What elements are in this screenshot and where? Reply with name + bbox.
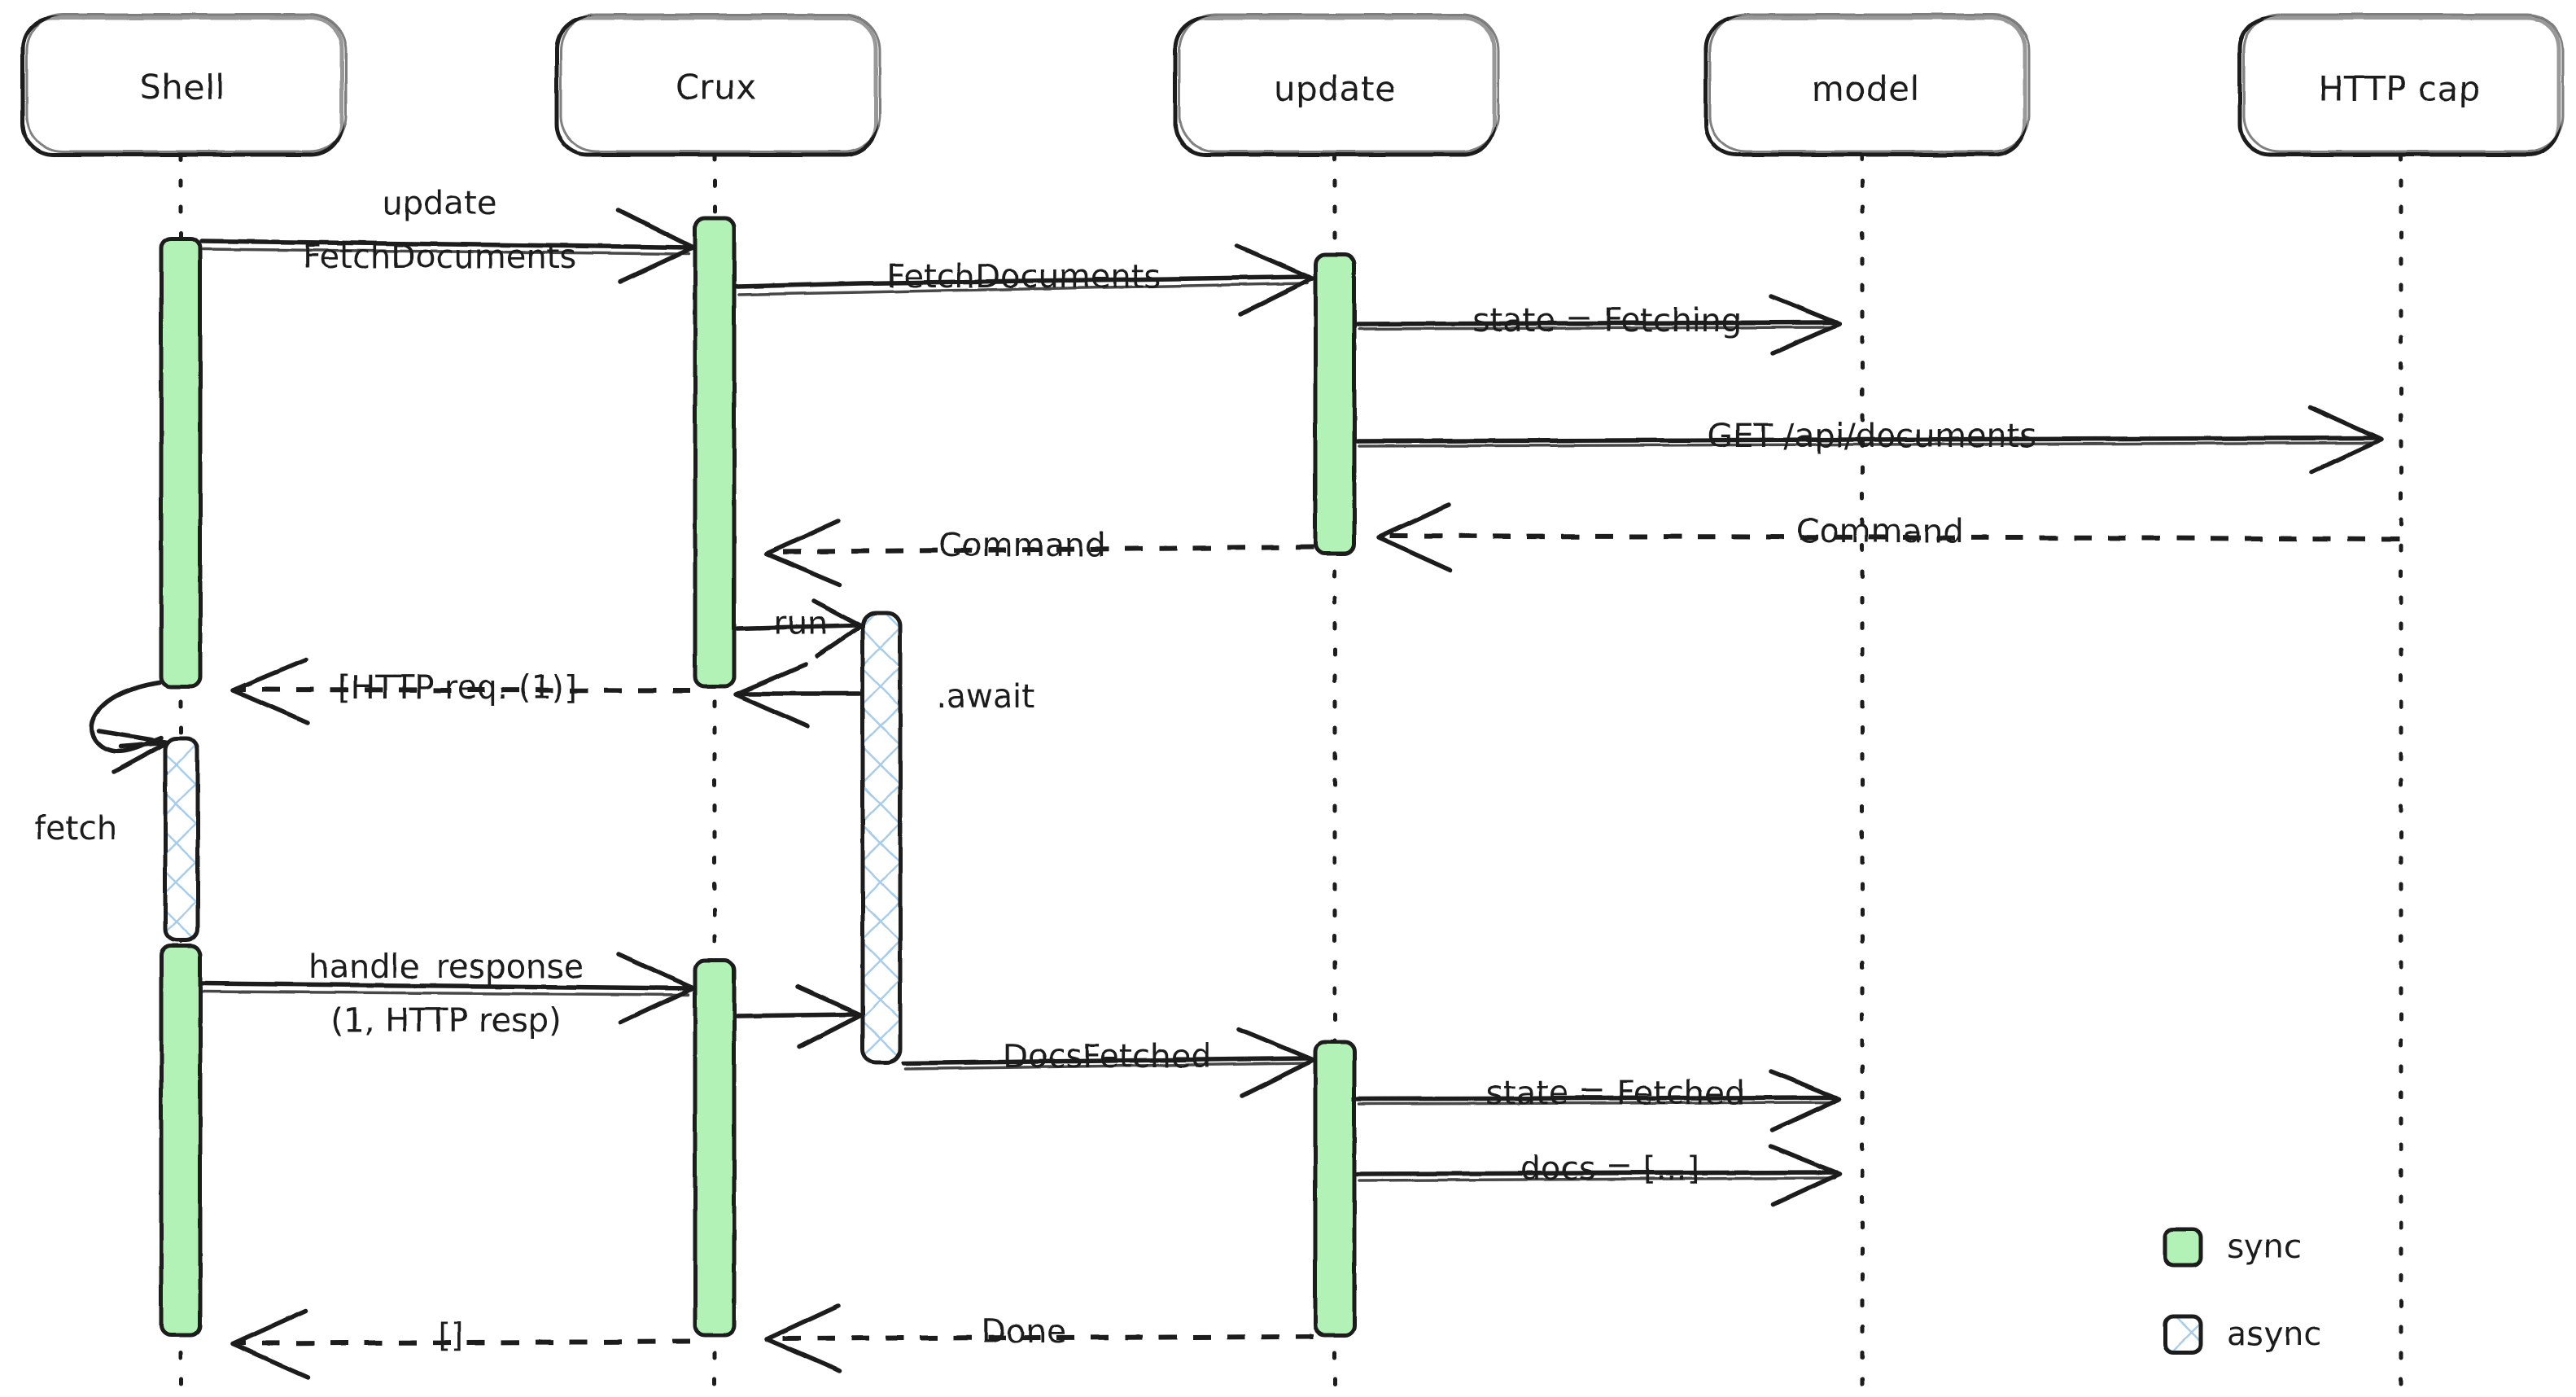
message-label-line-2: (1, HTTP resp) [330, 1002, 562, 1040]
participant-label-shell: Shell [140, 68, 225, 107]
message-docsfetched[interactable]: DocsFetched [901, 1027, 1316, 1098]
message-label: [HTTP req. (1)] [338, 669, 577, 707]
legend-label-async: async [2227, 1316, 2321, 1353]
message-label-line-1: update [383, 185, 497, 222]
participant-label-model: model [1811, 69, 1919, 109]
message-crux-to-async[interactable] [735, 984, 864, 1049]
message-run[interactable]: run [735, 598, 864, 659]
message-label: FetchDocuments [887, 258, 1161, 296]
message-label: GET /api/documents [1708, 418, 2036, 455]
message-update-fetchdocuments[interactable]: update FetchDocuments [199, 185, 696, 284]
legend-label-sync: sync [2227, 1228, 2302, 1266]
message-command-http-to-update[interactable]: Command [1376, 502, 2400, 572]
message-await[interactable]: .await [733, 662, 1034, 729]
message-label: state = Fetching [1473, 302, 1743, 339]
message-http-req-1[interactable]: [HTTP req. (1)] [230, 657, 691, 725]
message-fetchdocuments[interactable]: FetchDocuments [735, 243, 1314, 317]
participant-label-update: update [1274, 69, 1397, 109]
legend: sync async [2163, 1227, 2321, 1355]
message-empty-list[interactable]: [] [230, 1308, 691, 1380]
message-label: [] [438, 1317, 463, 1355]
activation-crux-async [860, 611, 903, 1065]
participant-update[interactable]: update [1173, 13, 1500, 157]
message-label: fetch [34, 810, 117, 847]
participant-model[interactable]: model [1703, 13, 2031, 157]
message-label-line-2: FetchDocuments [303, 239, 577, 276]
message-fetch-selfcall[interactable]: fetch [34, 680, 170, 847]
activation-shell-sync-2 [159, 944, 203, 1338]
messages: update FetchDocuments FetchDocuments sta… [34, 185, 2400, 1380]
message-label-line-1: handle_response [308, 948, 584, 986]
activation-crux-sync-1 [693, 216, 737, 689]
participant-label-crux: Crux [676, 68, 757, 107]
message-label: run [773, 605, 828, 642]
activation-shell-async [163, 736, 200, 943]
activation-update-sync-2 [1313, 1040, 1357, 1338]
legend-item-sync[interactable]: sync [2163, 1227, 2302, 1268]
message-label: Command [938, 527, 1106, 564]
message-label: state = Fetched [1486, 1075, 1746, 1112]
message-docs-assign[interactable]: docs = [...] [1355, 1144, 1842, 1207]
activation-bars [159, 216, 1357, 1338]
message-label: Command [1796, 513, 1964, 550]
message-get-api-documents[interactable]: GET /api/documents [1355, 405, 2384, 475]
participant-http-cap[interactable]: HTTP cap [2237, 13, 2565, 157]
message-label: .await [936, 678, 1034, 716]
activation-shell-sync-1 [159, 236, 203, 689]
legend-swatch-sync-icon [2163, 1227, 2203, 1268]
legend-item-async[interactable]: async [2163, 1314, 2321, 1355]
message-state-fetched[interactable]: state = Fetched [1355, 1069, 1842, 1132]
activation-update-sync-1 [1313, 252, 1357, 556]
message-state-fetching[interactable]: state = Fetching [1355, 294, 1842, 356]
lifelines [178, 152, 2403, 1391]
participant-label-http-cap: HTTP cap [2318, 69, 2481, 109]
participant-boxes: Shell Crux update model [20, 13, 2565, 157]
participant-crux[interactable]: Crux [554, 13, 881, 157]
message-handle-response[interactable]: handle_response (1, HTTP resp) [199, 948, 696, 1040]
message-done[interactable]: Done [764, 1303, 1314, 1373]
message-label: Done [981, 1313, 1066, 1351]
legend-swatch-async-icon [2163, 1314, 2203, 1355]
message-label: DocsFetched [1003, 1038, 1212, 1075]
message-label: docs = [...] [1520, 1150, 1700, 1188]
message-command-update-to-crux[interactable]: Command [764, 519, 1314, 587]
participant-shell[interactable]: Shell [20, 13, 348, 157]
activation-crux-sync-2 [693, 958, 737, 1338]
